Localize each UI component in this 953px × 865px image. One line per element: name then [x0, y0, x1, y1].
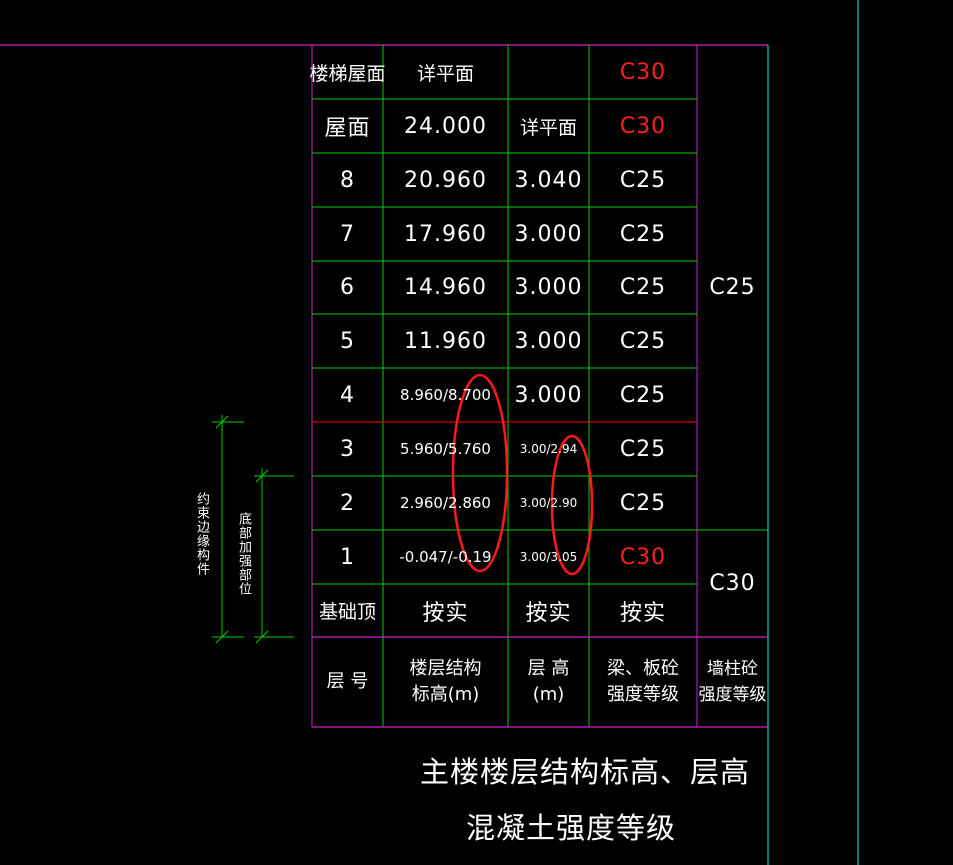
table-cell-floor: 4	[340, 382, 355, 408]
table-cell-floor: 2	[340, 490, 355, 516]
constraint-edge-label: 约束边缘构件	[194, 492, 209, 576]
table-cell-height: 详平面	[519, 116, 577, 139]
caption-line1: 主楼楼层结构标高、层高	[420, 755, 751, 789]
table-cell-beam: C25	[619, 328, 667, 354]
wall-grade-upper: C25	[709, 275, 756, 300]
header-floor-text: 层 号	[326, 671, 369, 692]
header-beam-line2: 强度等级	[607, 684, 679, 705]
table-cell-beam: C25	[619, 275, 667, 300]
red-circle-height	[550, 434, 594, 576]
table-cell-beam: C25	[619, 221, 667, 247]
table-cell-height: 3.040	[514, 167, 583, 193]
bottom-strengthen-label: 底部加强部位	[236, 512, 251, 596]
header-height-line1: 层 高	[527, 658, 570, 679]
table-cell-floor: 基础顶	[318, 601, 376, 623]
table-cell-elev: 11.960	[404, 328, 487, 354]
header-floor: 层 号	[312, 637, 383, 727]
table-cell-elev: 17.960	[404, 221, 487, 247]
table-cell-height: 3.00/2.90	[519, 496, 578, 510]
table-cell-beam: C30	[619, 113, 667, 139]
header-wall-line1: 墙柱砼	[707, 659, 758, 679]
table-cell-height: 3.000	[514, 328, 583, 354]
table-cell-floor: 8	[340, 167, 355, 193]
table-cell-floor: 楼梯屋面	[309, 62, 386, 85]
table-cell-elev: 8.960/8.700	[400, 386, 491, 404]
header-height: 层 高 (m)	[508, 637, 589, 727]
header-elevation-line1: 楼层结构	[409, 658, 482, 679]
table-cell-elev: -0.047/-0.19	[399, 548, 492, 566]
caption-line2: 混凝土强度等级	[466, 811, 677, 845]
header-elevation: 楼层结构 标高(m)	[383, 637, 508, 727]
wall-grade-lower: C30	[709, 571, 756, 596]
red-circle-elevation	[451, 373, 509, 573]
table-cell-elev: 详平面	[416, 62, 474, 85]
table-cell-elev: 2.960/2.860	[400, 494, 491, 512]
table-cell-floor: 3	[340, 436, 355, 462]
table-cell-beam: 按实	[619, 600, 666, 626]
header-beam-grade: 梁、板砼 强度等级	[589, 637, 697, 727]
dimension-markers	[212, 415, 294, 644]
table-cell-floor: 1	[340, 544, 355, 570]
table-cell-height: 3.00/2.94	[519, 442, 578, 456]
table-cell-elev: 20.960	[404, 167, 487, 193]
header-elevation-line2: 标高(m)	[411, 684, 480, 705]
table-cell-height: 3.000	[514, 221, 583, 247]
table-cell-elev: 14.960	[404, 275, 487, 300]
table-cell-height: 3.000	[514, 382, 583, 408]
table-cell-floor: 5	[340, 328, 355, 354]
table-cell-floor: 屋面	[324, 116, 371, 141]
table-cell-beam: C25	[619, 436, 667, 462]
header-height-line2: (m)	[532, 684, 565, 705]
table-cell-beam: C25	[619, 382, 667, 408]
table-cell-beam: C30	[619, 544, 667, 570]
table-cell-elev: 按实	[422, 600, 469, 626]
table-cell-height: 按实	[525, 600, 572, 626]
table-cell-floor: 7	[340, 221, 355, 247]
header-beam-line1: 梁、板砼	[607, 658, 679, 679]
table-cell-height: 3.000	[514, 275, 583, 300]
table-cell-beam: C25	[619, 167, 667, 193]
header-wall-grade: 墙柱砼 强度等级	[697, 637, 768, 727]
table-cell-floor: 6	[340, 275, 355, 300]
header-wall-line2: 强度等级	[698, 685, 767, 705]
table-cell-elev: 5.960/5.760	[400, 440, 491, 458]
table-cell-height: 3.00/3.05	[519, 550, 578, 564]
table-cell-height	[508, 45, 589, 99]
table-cell-elev: 24.000	[404, 113, 487, 139]
table-cell-beam: C25	[619, 490, 667, 516]
row-lines	[312, 98, 768, 585]
table-cell-beam: C30	[619, 59, 667, 85]
